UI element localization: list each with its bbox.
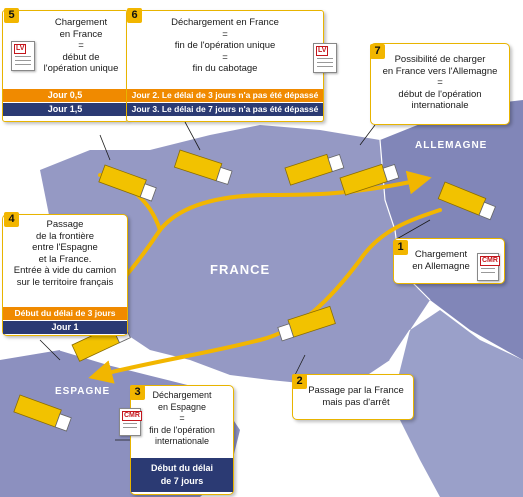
step-5-line-5: l'opération unique [43,63,119,74]
step-4-number: 4 [4,212,19,227]
step-5-line-3: = [78,40,84,51]
step-5-line-2: en France [59,28,103,40]
step-5-bar-navy: Jour 1,5 [3,103,127,116]
lv-document-icon: LV [11,41,35,71]
step-7-number: 7 [370,44,385,59]
truck-loading-france [98,164,157,202]
step-5-line-1: Chargement [54,17,108,28]
step-7-callout: Possibilité de charger en France vers l'… [370,43,510,125]
step-3-bar-line-1: Début du délai [150,463,213,473]
step-2-number: 2 [292,374,307,389]
step-7-line-1: Possibilité de charger [394,54,486,65]
step-4-callout: Passage de la frontière entre l'Espagne … [2,214,128,336]
step-1-line-2: en Allemagne [412,260,470,272]
step-1-line-1: Chargement [414,249,468,260]
truck-france-center [277,305,336,342]
step-3-line-2: en Espagne [157,401,207,412]
step-6-callout: Déchargement en France = fin de l'opérat… [126,10,337,122]
step-5-number: 5 [4,8,19,23]
truck-germany [437,181,496,221]
east-land [395,310,523,497]
step-3-number: 3 [130,385,145,400]
germany-land [380,100,523,360]
label-france: FRANCE [210,262,271,277]
step-6-bar-orange: Jour 2. Le délai de 3 jours n'a pas été … [127,89,323,102]
step-4-line-2: de la frontière [35,230,95,242]
cmr-document-icon: CMR [477,253,500,281]
step-7-line-2: en France vers l'Allemagne [382,65,498,77]
step-3-line-4: fin de l'opération [149,424,215,435]
step-6-line-4: = [222,51,228,63]
step-5-bar-orange: Jour 0,5 [3,89,127,102]
cmr-document-icon-2: CMR [119,408,142,436]
step-4-bar-navy: Jour 1 [3,321,127,334]
step-3-callout: Déchargement en Espagne = fin de l'opéra… [119,385,234,495]
step-7-line-5: internationale [411,100,469,111]
step-2-callout: Passage par la France mais pas d'arrêt [292,374,414,420]
step-4-line-4: et la France. [38,253,92,265]
step-6-number: 6 [127,8,142,23]
step-6-line-3: fin de l'opération unique [174,40,276,51]
truck-northeast-2 [339,163,400,196]
step-4-line-3: entre l'Espagne [32,242,98,253]
step-5-callout: Chargement en France = début de l'opérat… [2,10,128,122]
step-6-line-1: Déchargement en France [171,17,279,28]
step-4-line-6: sur le territoire français [16,276,114,288]
step-3-line-5: internationale [154,436,210,446]
step-4-line-5: Entrée à vide du camion [13,265,117,276]
step-4-bar-orange: Début du délai de 3 jours [3,307,127,320]
label-espagne: ESPAGNE [55,386,111,397]
step-1-number: 1 [393,240,408,255]
step-2-line-1: Passage par la France [308,385,404,396]
step-6-line-2: = [222,28,228,40]
step-3-bar-navy: Début du délai de 7 jours [131,458,233,492]
step-1-callout: Chargement en Allemagne CMR [393,238,505,284]
truck-unloading-france [173,149,233,185]
step-6-bar-navy: Jour 3. Le délai de 7 jours n'a pas été … [127,103,323,116]
truck-northeast-1 [284,153,345,186]
step-7-line-4: début de l'opération [398,88,482,100]
label-allemagne: ALLEMAGNE [415,140,488,151]
step-3-line-3: = [179,413,185,423]
truck-spain [13,394,72,432]
step-7-line-3: = [437,77,443,88]
step-2-line-2: mais pas d'arrêt [322,396,390,408]
step-3-line-1: Déchargement [152,390,212,400]
lv-document-icon-2: LV [313,43,337,73]
step-5-line-4: début de [62,51,100,63]
step-6-line-5: fin du cabotage [192,63,258,74]
step-3-bar-line-2: de 7 jours [160,476,204,486]
step-4-line-1: Passage [46,219,84,230]
